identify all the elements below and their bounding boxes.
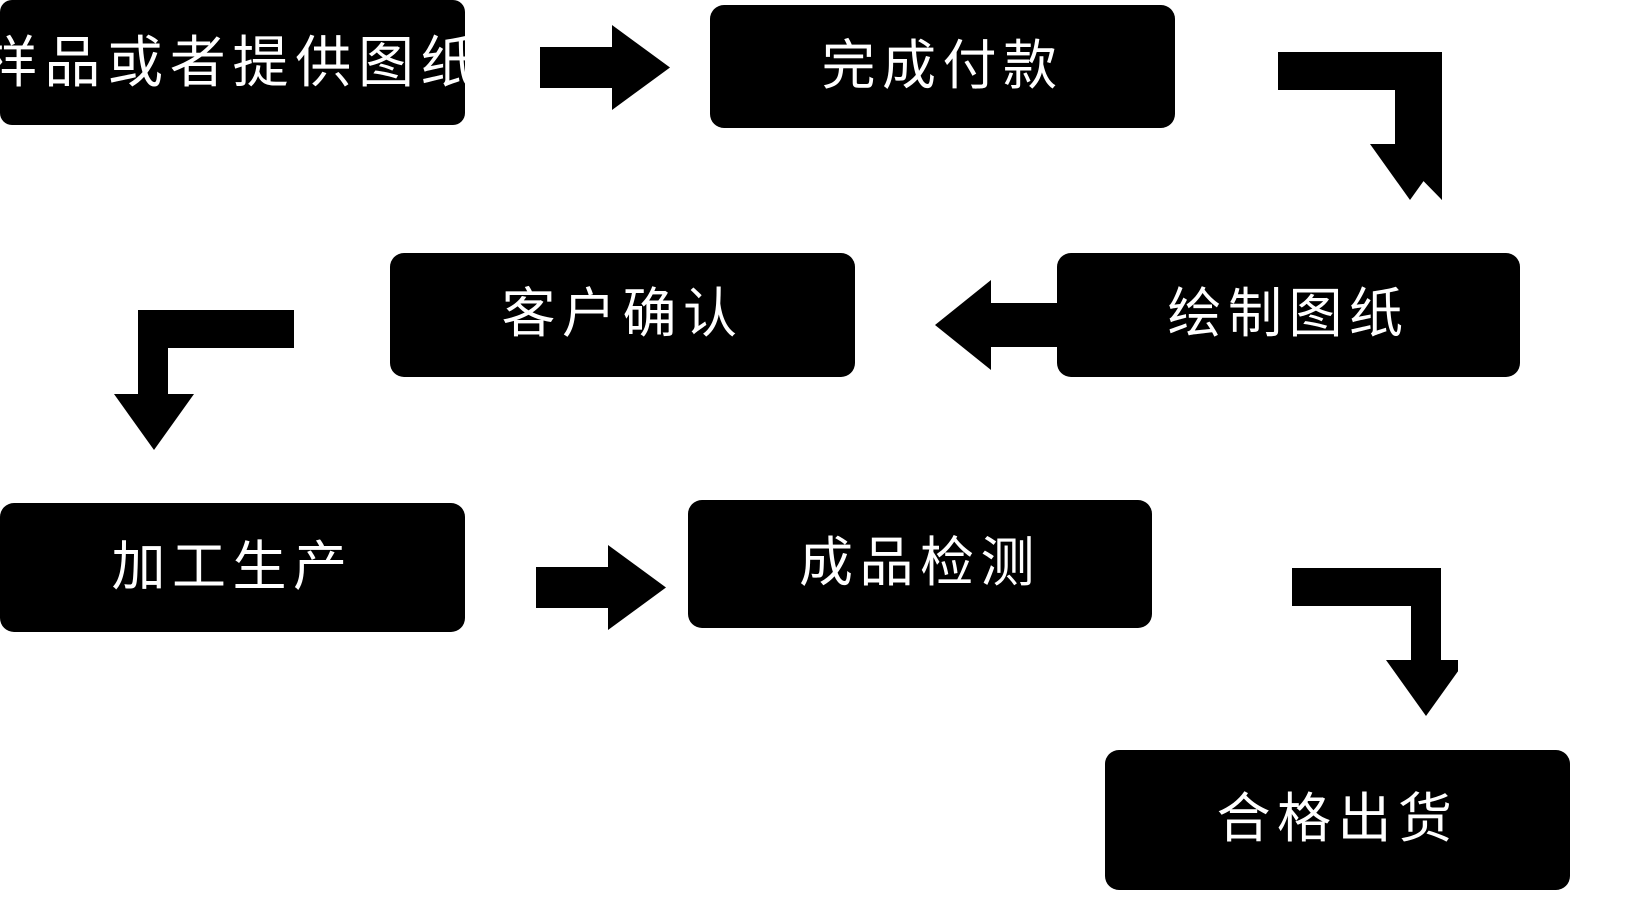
flow-node-shipment-label: 合格出货 (1216, 789, 1459, 850)
flow-node-confirm-label: 客户确认 (501, 284, 744, 345)
arrow-right-icon-sample-to-payment (540, 25, 670, 110)
flow-node-sample[interactable]: 样品或者提供图纸 (0, 0, 477, 125)
flow-node-sample-label: 样品或者提供图纸 (0, 30, 484, 94)
arrow-elbow-down-icon-payment-to-drawing (1278, 52, 1442, 200)
flow-node-shipment[interactable]: 合格出货 (1105, 750, 1570, 890)
flow-node-inspection[interactable]: 成品检测 (688, 500, 1152, 628)
flow-node-drawing-label: 绘制图纸 (1167, 284, 1410, 345)
flow-node-inspection-label: 成品检测 (799, 533, 1041, 594)
flow-node-drawing[interactable]: 绘制图纸 (1057, 253, 1520, 377)
flow-node-confirm[interactable]: 客户确认 (390, 253, 855, 377)
flow-node-payment-label: 完成付款 (821, 35, 1064, 96)
arrow-left-icon-drawing-to-confirm (935, 280, 1063, 370)
flow-node-payment[interactable]: 完成付款 (710, 5, 1175, 128)
arrow-elbow-down-icon-inspection-to-shipment (1292, 568, 1458, 716)
arrow-elbow-down-icon-confirm-to-production (112, 308, 294, 450)
flow-node-production-label: 加工生产 (111, 536, 354, 597)
flow-node-production[interactable]: 加工生产 (0, 503, 465, 632)
arrow-right-icon-production-to-inspection (536, 545, 666, 630)
